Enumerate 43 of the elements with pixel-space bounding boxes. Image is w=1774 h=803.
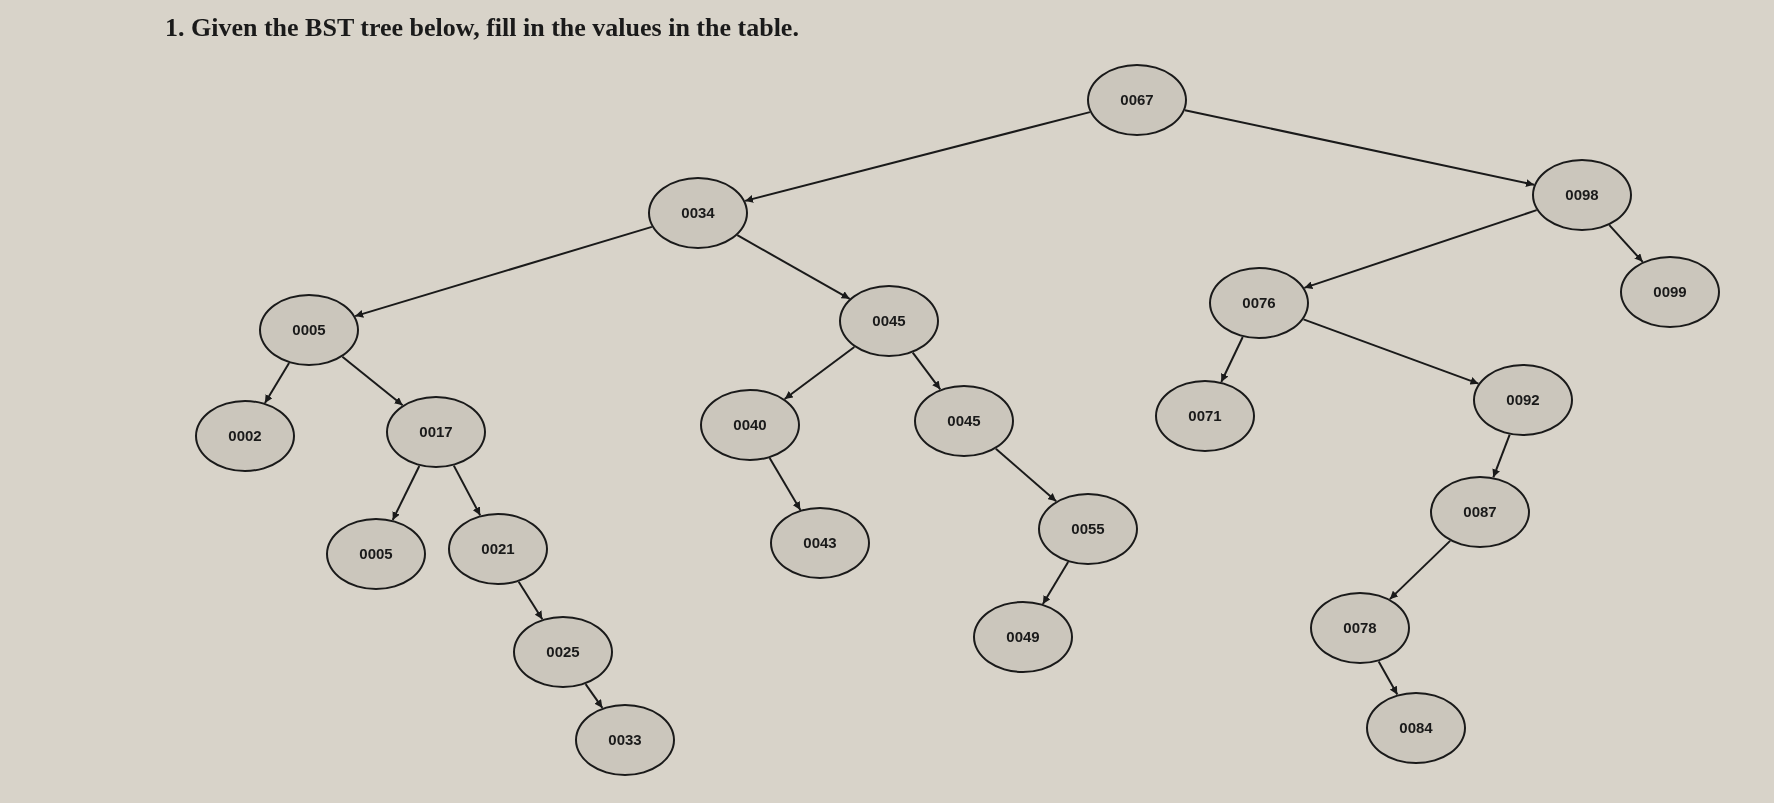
arrow [354, 225, 653, 318]
node-value: 0045 [947, 410, 981, 431]
arrow [1303, 209, 1538, 290]
arrow [736, 234, 851, 300]
node-value: 0017 [419, 421, 453, 442]
arrow [341, 355, 404, 407]
node-value: 0005 [292, 319, 326, 340]
node-value: 0087 [1463, 501, 1497, 522]
node-value: 0099 [1653, 281, 1687, 302]
arrow [584, 683, 604, 709]
node-value: 0033 [608, 729, 642, 750]
arrow [1377, 660, 1399, 696]
node-value: 0021 [481, 538, 515, 559]
title: 1. Given the BST tree below, fill in the values in the table. [165, 12, 799, 44]
node-value: 0067 [1120, 89, 1154, 110]
arrow [1388, 539, 1452, 601]
arrow [994, 447, 1058, 503]
arrow [1220, 336, 1244, 383]
node-value: 0034 [681, 202, 715, 223]
arrow [1302, 318, 1480, 385]
node-value: 0049 [1006, 626, 1040, 647]
arrow [452, 464, 482, 517]
node-value: 0002 [228, 425, 262, 446]
node-value: 0071 [1188, 405, 1222, 426]
node-value: 0084 [1399, 717, 1433, 738]
arrow [263, 362, 291, 404]
arrow [768, 457, 802, 511]
node-value: 0055 [1071, 518, 1105, 539]
arrow [1041, 561, 1070, 605]
node-value: 0040 [733, 414, 767, 435]
arrow [1492, 433, 1511, 479]
node-value: 0043 [803, 532, 837, 553]
node-value: 0005 [359, 543, 393, 564]
node-value: 0092 [1506, 389, 1540, 410]
arrow [911, 351, 942, 391]
arrow [1183, 109, 1536, 187]
node-value: 0078 [1343, 617, 1377, 638]
node-value: 0025 [546, 641, 580, 662]
arrow [1608, 224, 1644, 263]
arrow [744, 111, 1091, 203]
node-value: 0098 [1565, 184, 1599, 205]
node-value: 0076 [1242, 292, 1276, 313]
node-value: 0045 [872, 310, 906, 331]
